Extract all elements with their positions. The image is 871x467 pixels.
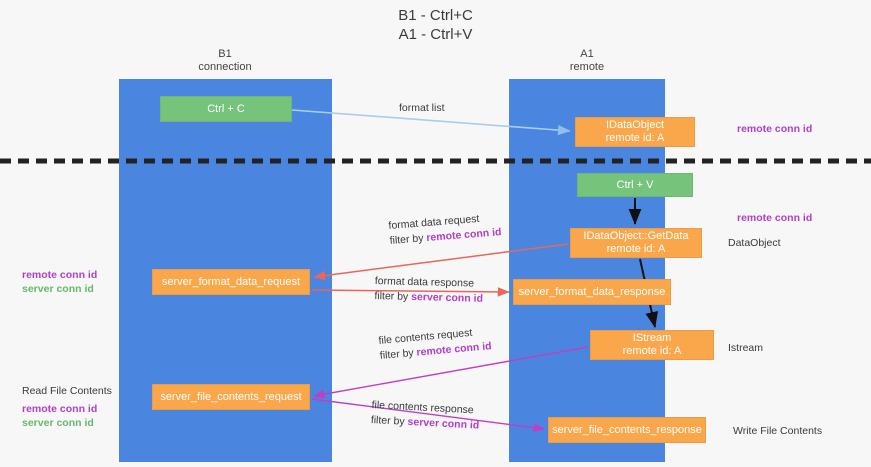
legend-ids-format: remote conn id server conn id xyxy=(22,268,97,296)
node-server-file-contents-request-label: server_file_contents_request xyxy=(160,390,302,403)
label-remote-conn-id-top: remote conn id xyxy=(737,123,813,135)
swimlane-a1-subtitle: remote xyxy=(569,61,605,73)
label-filter-by-2: filter by xyxy=(374,289,412,303)
node-istream-label: IStream xyxy=(632,332,672,344)
label-filter-by-4: filter by xyxy=(370,413,408,428)
node-idataobject-getdata[interactable]: IDataObject::GetData remote id: A xyxy=(570,228,702,258)
node-ctrl-v[interactable]: Ctrl + V xyxy=(577,173,693,197)
node-server-file-contents-response-label: server_file_contents_response xyxy=(552,423,702,436)
page-title: B1 - Ctrl+C A1 - Ctrl+V xyxy=(0,6,871,44)
swimlane-a1-name: A1 xyxy=(580,48,594,60)
label-filter-server-conn-id-1: server conn id xyxy=(411,290,484,305)
title-line-2: A1 - Ctrl+V xyxy=(398,26,473,43)
node-server-format-data-response[interactable]: server_format_data_response xyxy=(513,279,671,305)
label-remote-conn-id-mid: remote conn id xyxy=(737,212,813,224)
label-file-contents-response-group: file contents response filter by server … xyxy=(370,398,480,434)
label-filter-by-3: filter by xyxy=(379,346,418,362)
node-getdata-label: IDataObject::GetData xyxy=(583,230,689,242)
legend-remote-conn-id-file: remote conn id xyxy=(22,403,98,415)
node-ctrl-c[interactable]: Ctrl + C xyxy=(160,96,292,122)
node-idataobject-label: IDataObject xyxy=(605,119,665,131)
node-ctrl-v-label: Ctrl + V xyxy=(616,178,654,191)
node-server-format-data-request[interactable]: server_format_data_request xyxy=(152,269,310,295)
legend-ids-file: remote conn id server conn id xyxy=(22,402,97,430)
legend-remote-conn-id-format: remote conn id xyxy=(22,269,98,281)
node-idataobject[interactable]: IDataObject remote id: A xyxy=(575,117,695,147)
node-getdata-remote-id: remote id: A xyxy=(606,243,666,255)
legend-server-conn-id-file: server conn id xyxy=(22,417,94,429)
node-ctrl-c-label: Ctrl + C xyxy=(207,102,245,115)
label-filter-by-1: filter by xyxy=(389,232,427,247)
label-format-data-request-group: format data request filter by remote con… xyxy=(388,210,502,249)
node-server-file-contents-response[interactable]: server_file_contents_response xyxy=(548,417,706,443)
node-server-format-data-response-label: server_format_data_response xyxy=(518,285,666,298)
node-server-format-data-request-label: server_format_data_request xyxy=(161,275,301,288)
title-line-1: B1 - Ctrl+C xyxy=(398,7,473,24)
label-file-contents-request-group: file contents request filter by remote c… xyxy=(378,324,492,364)
label-format-list: format list xyxy=(399,102,445,114)
swimlane-b1-name: B1 xyxy=(218,48,232,60)
node-server-file-contents-request[interactable]: server_file_contents_request xyxy=(152,384,310,410)
label-format-data-response-group: format data response filter by server co… xyxy=(374,274,483,307)
label-istream: Istream xyxy=(728,342,764,354)
swimlane-header-b1: B1 connection xyxy=(145,48,305,74)
label-dataobject: DataObject xyxy=(728,237,781,249)
node-istream-remote-id: remote id: A xyxy=(622,345,682,357)
node-istream[interactable]: IStream remote id: A xyxy=(590,330,714,360)
label-filter-server-conn-id-2: server conn id xyxy=(407,415,480,432)
label-write-file-contents: Write File Contents xyxy=(733,425,823,437)
swimlane-b1-subtitle: connection xyxy=(198,61,252,73)
swimlane-header-a1: A1 remote xyxy=(527,48,647,74)
legend-server-conn-id-format: server conn id xyxy=(22,283,94,295)
label-read-file-contents: Read File Contents xyxy=(22,385,112,397)
node-idataobject-remote-id: remote id: A xyxy=(605,132,665,144)
